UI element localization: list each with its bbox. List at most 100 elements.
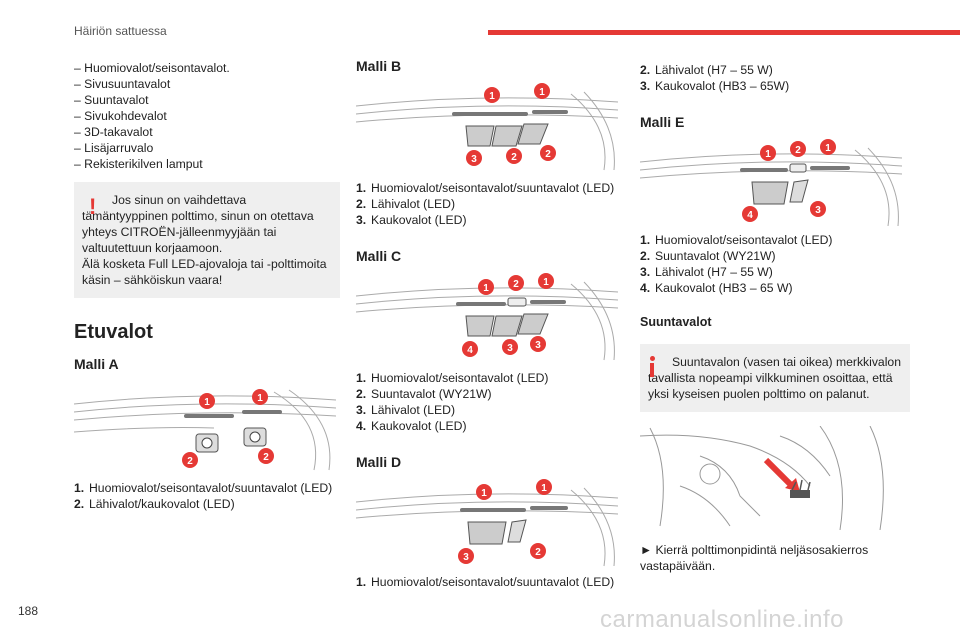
callout-label: 2 [535,547,541,558]
callout-marker [530,543,546,559]
callout-marker [466,150,482,166]
callout-label: 4 [467,345,473,356]
callout-marker [476,484,492,500]
list-item: 2.Lähivalot (H7 – 55 W) [640,63,773,77]
list-item: 4.Kaukovalot (HB3 – 65 W) [640,281,793,295]
callout-label: 2 [263,452,269,463]
callout-label: 3 [815,205,821,216]
column-2: Malli B 1 1 3 2 2 1.Huomiovalot/seisonta… [356,58,620,590]
callout-marker [534,83,550,99]
bulb-list: – Huomiovalot/seisontavalot. – Sivusuunt… [74,60,340,172]
list-item: 3.Kaukovalot (HB3 – 65W) [640,79,790,93]
info-icon [650,356,655,378]
callout-marker [458,548,474,564]
info-box: Suuntavalon (vasen tai oikea) merkkivalo… [640,344,910,412]
turn-signal-title: Suuntavalot [640,315,712,329]
list-item: 3.Kaukovalot (LED) [356,213,467,227]
list-item: 2.Lähivalot/kaukovalot (LED) [74,497,235,511]
callout-marker [182,452,198,468]
header-accent-bar [488,30,960,35]
callout-label: 1 [489,91,495,102]
model-c-headlamp-figure: 1 2 1 4 3 3 [356,273,618,361]
callout-marker [536,479,552,495]
callout-label: 2 [187,456,193,467]
list-item: 1.Huomiovalot/seisontavalot/suuntavalot … [356,575,615,589]
callout-marker [538,273,554,289]
callout-marker [252,389,268,405]
model-d-legend-continued: 2.Lähivalot (H7 – 55 W) 3.Kaukovalot (HB… [640,62,910,94]
callout-label: 3 [535,340,541,351]
watermark: carmanualsonline.info [600,606,844,633]
callout-marker [508,275,524,291]
model-a-legend: 1.Huomiovalot/seisontavalot/suuntavalot … [74,480,340,512]
model-b-title: Malli B [356,58,402,74]
list-item: 1.Huomiovalot/seisontavalot/suuntavalot … [74,481,333,495]
callout-label: 1 [543,277,549,288]
callout-marker [540,145,556,161]
callout-label: 1 [825,143,831,154]
callout-label: 1 [539,87,545,98]
callout-label: 2 [545,149,551,160]
callout-marker [199,393,215,409]
callout-marker [820,139,836,155]
callout-marker [810,201,826,217]
model-c-title: Malli C [356,248,402,264]
model-e-headlamp-figure: 1 2 1 4 3 [640,139,902,226]
model-e-title: Malli E [640,114,685,130]
model-d-headlamp-figure: 1 1 3 2 [356,479,618,567]
list-item: – Lisäjarruvalo [74,141,154,155]
list-item: 2.Lähivalot (LED) [356,197,455,211]
warning-text: Jos sinun on vaihdettava tämäntyyppinen … [82,193,314,255]
callout-marker [790,141,806,157]
callout-label: 2 [513,279,519,290]
column-3: 2.Lähivalot (H7 – 55 W) 3.Kaukovalot (HB… [640,62,910,574]
callout-label: 1 [204,397,210,408]
callout-label: 1 [257,393,263,404]
warning-exclamation-icon: ! [89,194,97,219]
list-item: – Sivukohdevalot [74,109,167,123]
callout-label: 3 [507,343,513,354]
model-a-headlamp-figure: 1 1 2 2 [74,389,336,471]
warning-box: ! Jos sinun on vaihdettava tämäntyyppine… [74,182,340,298]
bulb-holder-figure [640,426,884,530]
list-item: 1.Huomiovalot/seisontavalot/suuntavalot … [356,181,615,195]
model-c-legend: 1.Huomiovalot/seisontavalot (LED) 2.Suun… [356,370,620,434]
warning-text: Älä kosketa Full LED-ajovaloja tai -polt… [82,257,327,287]
list-item: 4.Kaukovalot (LED) [356,419,467,433]
callout-label: 3 [463,552,469,563]
callout-marker [760,145,776,161]
callout-label: 4 [747,210,753,221]
list-item: – 3D-takavalot [74,125,153,139]
list-item: – Suuntavalot [74,93,149,107]
list-item: 1.Huomiovalot/seisontavalot (LED) [356,371,549,385]
info-text: Suuntavalon (vasen tai oikea) merkkivalo… [648,355,901,401]
callout-marker [484,87,500,103]
list-item: 3.Lähivalot (LED) [356,403,455,417]
model-e-legend: 1.Huomiovalot/seisontavalot (LED) 2.Suun… [640,232,910,296]
callout-marker [530,336,546,352]
list-item: – Huomiovalot/seisontavalot. [74,61,230,75]
callout-marker [502,339,518,355]
callout-marker [462,341,478,357]
list-item: 2.Suuntavalot (WY21W) [640,249,776,263]
model-b-legend: 1.Huomiovalot/seisontavalot/suuntavalot … [356,180,620,228]
callout-label: 2 [511,152,517,163]
model-d-title: Malli D [356,454,402,470]
callout-label: 1 [483,283,489,294]
model-b-headlamp-figure: 1 1 3 2 2 [356,83,618,171]
callout-label: 2 [795,145,801,156]
list-item: 2.Suuntavalot (WY21W) [356,387,492,401]
callout-marker [478,279,494,295]
callout-label: 1 [541,483,547,494]
list-item: – Rekisterikilven lamput [74,157,203,171]
list-item: 1.Huomiovalot/seisontavalot (LED) [640,233,833,247]
callout-marker [506,148,522,164]
model-a-title: Malli A [74,356,119,372]
instruction-text: ► Kierrä polttimonpidintä neljäsosakierr… [640,543,869,573]
callout-marker [742,206,758,222]
callout-label: 1 [765,149,771,160]
model-d-legend: 1.Huomiovalot/seisontavalot/suuntavalot … [356,574,620,590]
section-title: Etuvalot [74,321,153,343]
column-1: – Huomiovalot/seisontavalot. – Sivusuunt… [74,60,340,512]
list-item: – Sivusuuntavalot [74,77,171,91]
